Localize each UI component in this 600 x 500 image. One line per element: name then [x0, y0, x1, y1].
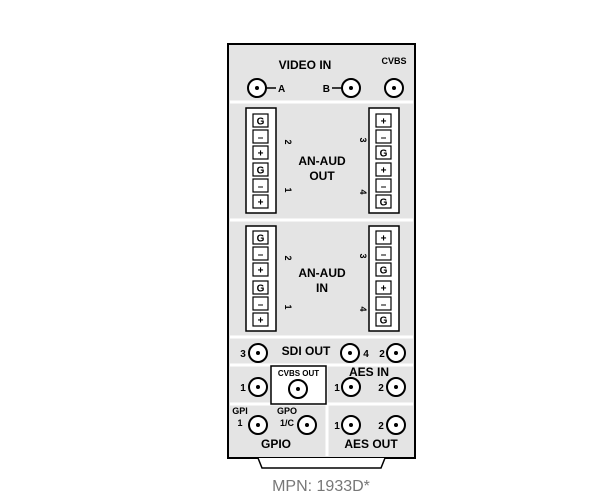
pin-label: G [257, 234, 265, 245]
aes-in-label-1: 1 [334, 383, 340, 394]
pin-label: + [381, 284, 387, 295]
gpo-label-line2: 1/C [280, 418, 295, 428]
pin-label: – [381, 133, 387, 144]
an-aud-out-title-line2: OUT [309, 169, 335, 183]
pin-label: G [257, 166, 265, 177]
pin-label: – [381, 182, 387, 193]
channel-label: 1 [283, 304, 293, 309]
aes-out-label-2: 2 [378, 421, 384, 432]
an-aud-in-left-terminal-block[interactable]: G – + G – + [245, 225, 277, 332]
an-aud-out-left-terminal-block[interactable]: G – + G – + [245, 107, 277, 214]
an-aud-in-right-terminal-block[interactable]: + – G + – G [368, 225, 400, 332]
an-aud-out-title-line1: AN-AUD [298, 154, 346, 168]
an-aud-in-title-line1: AN-AUD [298, 266, 346, 280]
panel-bottom-tab [257, 457, 386, 469]
cvbs-out-title: CVBS OUT [278, 369, 319, 378]
gpi-connector[interactable] [248, 415, 268, 435]
sdi-out-title: SDI OUT [282, 344, 331, 358]
aes-out-section: 1 2 AES OUT [334, 415, 406, 451]
pin-label: G [380, 316, 388, 327]
gpi-label-line2: 1 [237, 418, 242, 428]
pin-label: + [258, 149, 264, 160]
mpn-caption: MPN: 1933D* [272, 478, 370, 495]
pin-label: + [258, 316, 264, 327]
pin-label: + [258, 198, 264, 209]
sdi-out-4-connector[interactable] [340, 343, 360, 363]
sdi-out-label-3: 3 [240, 349, 246, 360]
video-in-title: VIDEO IN [279, 58, 332, 72]
cvbs-out-1-connector[interactable] [248, 377, 268, 397]
pin-label: – [381, 250, 387, 261]
pin-label: + [381, 117, 387, 128]
pin-label: + [381, 166, 387, 177]
aes-out-2-connector[interactable] [386, 415, 406, 435]
gpo-connector[interactable] [297, 415, 317, 435]
sdi-out-label-4: 4 [363, 349, 369, 360]
video-in-cvbs-label: CVBS [381, 56, 406, 66]
sdi-out-3-connector[interactable] [248, 343, 268, 363]
pin-label: – [381, 300, 387, 311]
gpio-title: GPIO [261, 437, 291, 451]
pin-label: G [257, 117, 265, 128]
channel-label: 2 [283, 139, 293, 144]
an-aud-in-title-line2: IN [316, 281, 328, 295]
pin-label: G [380, 149, 388, 160]
an-aud-out-section: AN-AUD OUT G – + G – + [245, 107, 400, 214]
aes-in-1-connector[interactable] [341, 377, 361, 397]
aes-out-title: AES OUT [344, 437, 398, 451]
channel-label: 4 [358, 189, 368, 194]
cvbs-out-section: 1 CVBS OUT [240, 365, 327, 405]
video-in-a-connector[interactable] [247, 78, 276, 98]
channel-label: 4 [358, 306, 368, 311]
channel-label: 2 [283, 255, 293, 260]
sdi-out-label-2: 2 [379, 349, 385, 360]
gpo-label-line1: GPO [277, 406, 297, 416]
cvbs-out-connector[interactable] [288, 379, 308, 399]
video-in-section: VIDEO IN CVBS A B [247, 56, 407, 98]
cvbs-out-label-1: 1 [240, 383, 246, 394]
video-in-cvbs-connector[interactable] [384, 78, 404, 98]
pin-label: – [258, 133, 264, 144]
an-aud-in-section: AN-AUD IN G – + G – + [245, 225, 400, 332]
video-in-a-label: A [278, 84, 285, 95]
pin-label: G [380, 266, 388, 277]
pin-label: + [381, 234, 387, 245]
pin-label: G [257, 284, 265, 295]
sdi-out-2-connector[interactable] [386, 343, 406, 363]
video-in-b-label: B [323, 84, 330, 95]
pin-label: – [258, 300, 264, 311]
video-in-b-connector[interactable] [332, 78, 361, 98]
gpi-label-line1: GPI [232, 406, 248, 416]
channel-label: 3 [358, 253, 368, 258]
pin-label: – [258, 250, 264, 261]
aes-in-section: AES IN 1 2 [334, 365, 406, 397]
aes-out-1-connector[interactable] [341, 415, 361, 435]
gpio-section: GPI 1 GPO 1/C GPIO [232, 406, 317, 451]
channel-label: 3 [358, 137, 368, 142]
pin-label: – [258, 182, 264, 193]
aes-in-label-2: 2 [378, 383, 384, 394]
aes-in-title: AES IN [349, 365, 389, 379]
aes-in-2-connector[interactable] [386, 377, 406, 397]
pin-label: + [258, 266, 264, 277]
channel-label: 1 [283, 187, 293, 192]
an-aud-out-right-terminal-block[interactable]: + – G + – G [368, 107, 400, 214]
pin-label: G [380, 198, 388, 209]
sdi-out-section: 3 SDI OUT 4 2 [240, 343, 406, 363]
aes-out-label-1: 1 [334, 421, 340, 432]
